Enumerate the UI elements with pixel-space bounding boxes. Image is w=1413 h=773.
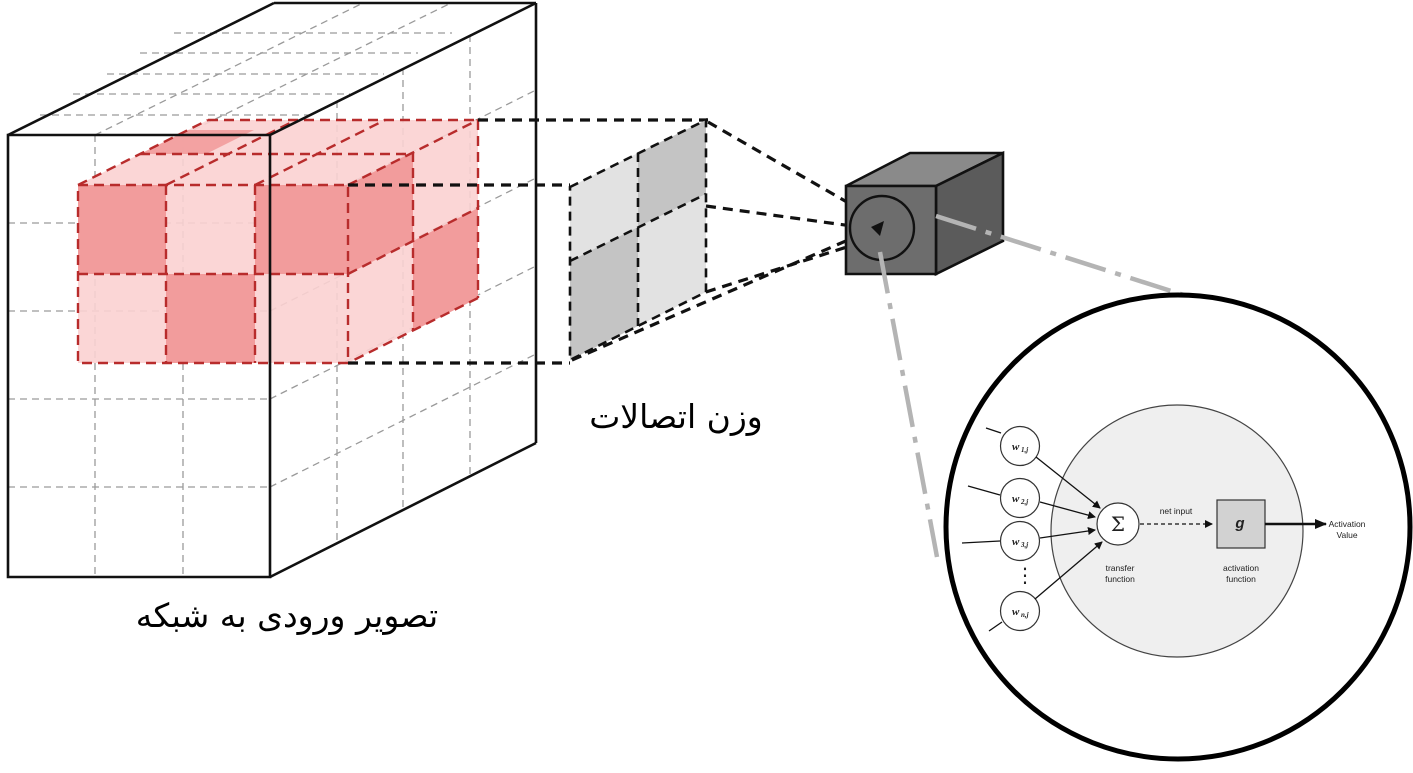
filter-kernel <box>568 117 708 363</box>
zoom-lines <box>877 213 1191 558</box>
receptive-field <box>76 118 480 365</box>
svg-text:w: w <box>1012 441 1020 453</box>
sigma-symbol: Σ <box>1111 512 1125 536</box>
activation-function-box: g <box>1216 499 1266 549</box>
activation-function-label-2: function <box>1226 574 1256 584</box>
transfer-function-label: transfer <box>1106 563 1135 573</box>
svg-text:w: w <box>1012 606 1020 618</box>
inputs-ellipsis: ⋮ <box>1015 563 1035 587</box>
svg-text:w: w <box>1012 493 1020 505</box>
svg-text:w: w <box>1012 536 1020 548</box>
svg-text:1,j: 1,j <box>1021 446 1028 454</box>
summation-node: Σ <box>1096 502 1140 546</box>
g-symbol: g <box>1234 515 1244 532</box>
connection-weights-label: وزن اتصالات <box>589 397 763 436</box>
activation-function-label: activation <box>1223 563 1259 573</box>
neuron-body <box>1050 404 1304 658</box>
neuron-cube <box>844 150 1005 277</box>
transfer-function-label-2: function <box>1105 574 1135 584</box>
input-image-label: تصویر ورودی به شبکه <box>136 596 438 635</box>
net-input-label: net input <box>1160 506 1193 516</box>
activation-value-label: Activation <box>1329 519 1366 529</box>
input-weight-node: w 2,j <box>999 477 1041 519</box>
projection-lines-to-neuron <box>571 120 853 362</box>
projection-lines-to-filter <box>348 118 708 365</box>
magnified-neuron: w 1,j w 2,j w 3,j ⋮ w n,j <box>943 292 1413 762</box>
svg-text:2,j: 2,j <box>1020 498 1028 506</box>
svg-text:n,j: n,j <box>1021 611 1029 619</box>
input-weight-node: w 1,j <box>999 425 1041 467</box>
input-volume <box>6 1 538 579</box>
input-weight-node: w n,j <box>999 590 1041 632</box>
focus-arrow-icon <box>871 221 884 236</box>
input-weight-node: w 3,j <box>999 520 1041 562</box>
activation-value-label-2: Value <box>1336 530 1357 540</box>
svg-text:3,j: 3,j <box>1020 541 1028 549</box>
